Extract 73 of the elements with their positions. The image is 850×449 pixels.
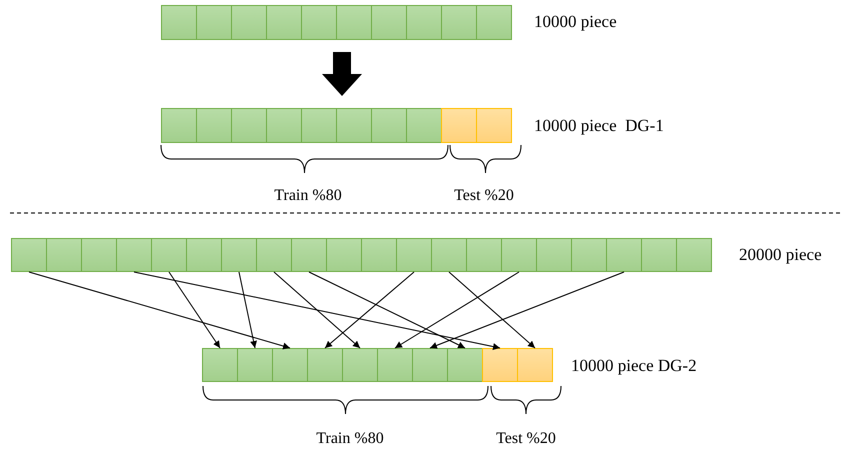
test-cell	[482, 348, 518, 382]
train-cell	[272, 348, 308, 382]
train-cell	[266, 5, 302, 40]
train-cell	[231, 108, 267, 143]
train-cell	[336, 108, 372, 143]
train-cell	[307, 348, 343, 382]
arrow	[308, 272, 466, 348]
train-cell	[46, 238, 82, 272]
bar-caption: 20000 piece	[739, 245, 822, 265]
train-cell	[202, 348, 238, 382]
train-cell	[406, 108, 442, 143]
arrow	[448, 272, 536, 348]
arrow	[324, 272, 414, 348]
train-cell	[641, 238, 677, 272]
arrow	[28, 272, 290, 350]
train-cell	[371, 5, 407, 40]
part-label: Train %80	[316, 429, 384, 449]
train-cell	[81, 238, 117, 272]
part-label: Train %80	[274, 186, 342, 206]
train-cell	[336, 5, 372, 40]
train-cell	[116, 238, 152, 272]
train-cell	[412, 348, 448, 382]
arrow	[430, 272, 624, 349]
train-cell	[361, 238, 397, 272]
train-cell	[536, 238, 572, 272]
train-cell	[571, 238, 607, 272]
test-cell	[517, 348, 553, 382]
train-cell	[266, 108, 302, 143]
train-cell	[221, 238, 257, 272]
train-cell	[231, 5, 267, 40]
part-label: Test %20	[454, 186, 514, 206]
block-arrow	[322, 52, 362, 96]
train-cell	[301, 108, 337, 143]
train-cell	[161, 5, 197, 40]
train-cell	[377, 348, 413, 382]
data-bar	[161, 108, 512, 143]
data-bar	[11, 238, 712, 272]
train-cell	[466, 238, 502, 272]
train-cell	[676, 238, 712, 272]
bar-caption: 10000 piece DG-1	[534, 116, 664, 136]
train-cell	[447, 348, 483, 382]
train-cell	[291, 238, 327, 272]
bar-caption: 10000 piece	[534, 12, 617, 32]
train-cell	[501, 238, 537, 272]
train-cell	[476, 5, 512, 40]
data-bar	[202, 348, 553, 382]
train-cell	[186, 238, 222, 272]
train-cell	[301, 5, 337, 40]
train-cell	[161, 108, 197, 143]
train-cell	[441, 5, 477, 40]
bar-caption: 10000 piece DG-2	[571, 356, 697, 376]
train-cell	[406, 5, 442, 40]
train-cell	[151, 238, 187, 272]
arrow	[394, 272, 520, 348]
train-cell	[256, 238, 292, 272]
train-cell	[237, 348, 273, 382]
arrow	[134, 272, 500, 350]
arrow	[274, 272, 360, 348]
train-cell	[196, 5, 232, 40]
train-cell	[606, 238, 642, 272]
train-cell	[342, 348, 378, 382]
part-label: Test %20	[496, 429, 556, 449]
train-cell	[326, 238, 362, 272]
train-cell	[371, 108, 407, 143]
arrow	[238, 272, 257, 348]
data-bar	[161, 5, 512, 40]
train-cell	[196, 108, 232, 143]
train-cell	[431, 238, 467, 272]
arrow	[168, 272, 220, 348]
train-cell	[396, 238, 432, 272]
test-cell	[441, 108, 477, 143]
test-cell	[476, 108, 512, 143]
train-cell	[11, 238, 47, 272]
